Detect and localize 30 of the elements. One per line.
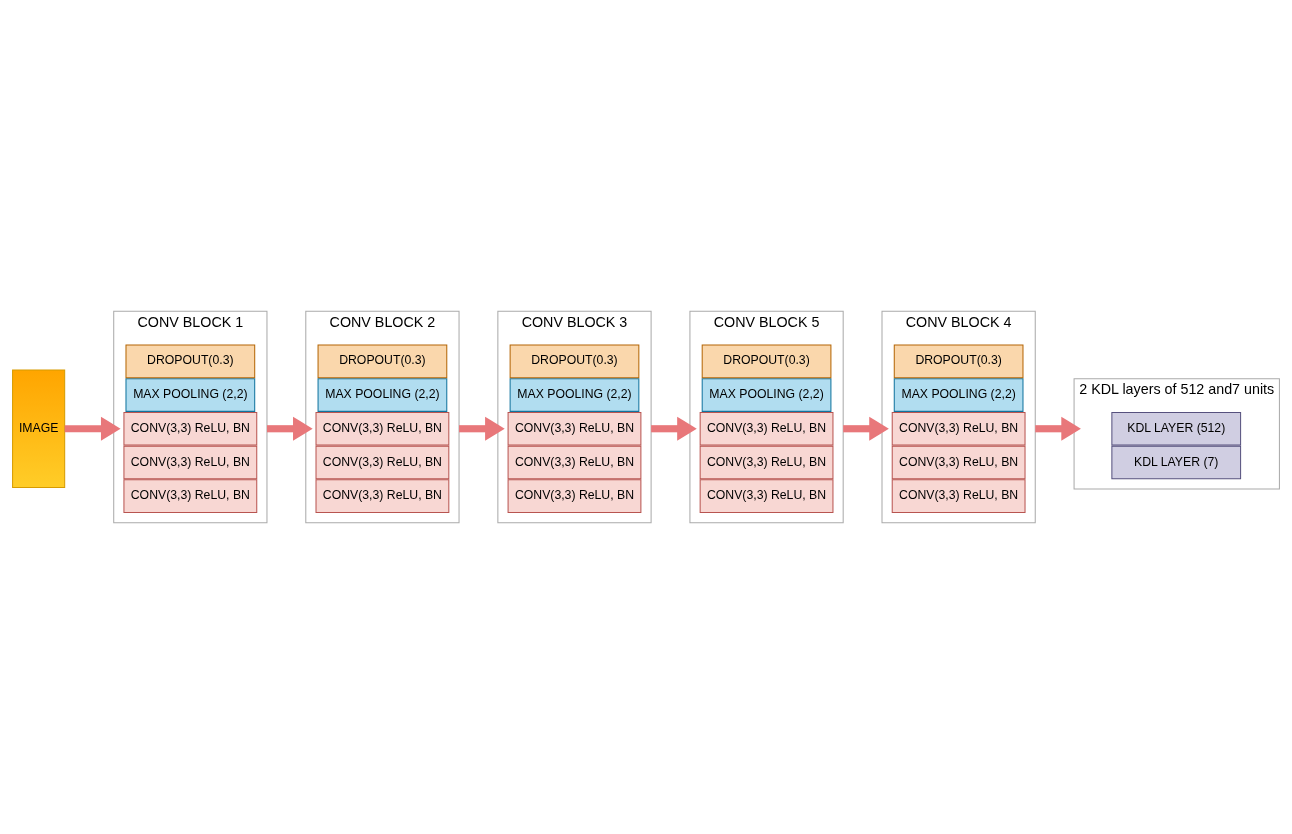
node-box: CONV(3,3) ReLU, BN	[891, 445, 1026, 480]
arrow	[266, 416, 313, 441]
node-box: CONV(3,3) ReLU, BN	[507, 411, 642, 446]
node-box: MAX POOLING (2,2)	[509, 378, 640, 412]
node-box: DROPOUT(0.3)	[125, 344, 256, 379]
node-box: CONV(3,3) ReLU, BN	[699, 445, 834, 480]
node-box: DROPOUT(0.3)	[509, 344, 640, 379]
node-box: IMAGE	[12, 369, 66, 488]
node-box: MAX POOLING (2,2)	[893, 378, 1024, 412]
node-box: DROPOUT(0.3)	[317, 344, 448, 379]
node-box: CONV(3,3) ReLU, BN	[123, 479, 258, 514]
node-box: CONV(3,3) ReLU, BN	[891, 411, 1026, 446]
node-box: CONV(3,3) ReLU, BN	[507, 479, 642, 514]
node-box: CONV(3,3) ReLU, BN	[315, 411, 450, 446]
node-box: MAX POOLING (2,2)	[125, 378, 256, 412]
node-box: CONV(3,3) ReLU, BN	[699, 479, 834, 514]
node-box: CONV(3,3) ReLU, BN	[891, 479, 1026, 514]
node-box: MAX POOLING (2,2)	[701, 378, 832, 412]
node-box: KDL LAYER (7)	[1111, 445, 1242, 480]
node-box: MAX POOLING (2,2)	[317, 378, 448, 412]
arrow	[64, 416, 121, 441]
node-box: DROPOUT(0.3)	[893, 344, 1024, 379]
node-box: CONV(3,3) ReLU, BN	[507, 445, 642, 480]
node-box: CONV(3,3) ReLU, BN	[699, 411, 834, 446]
node-box: DROPOUT(0.3)	[701, 344, 832, 379]
node-box: CONV(3,3) ReLU, BN	[315, 445, 450, 480]
node-box: KDL LAYER (512)	[1111, 411, 1242, 446]
node-box: CONV(3,3) ReLU, BN	[123, 445, 258, 480]
node-box: CONV(3,3) ReLU, BN	[315, 479, 450, 514]
node-box: CONV(3,3) ReLU, BN	[123, 411, 258, 446]
